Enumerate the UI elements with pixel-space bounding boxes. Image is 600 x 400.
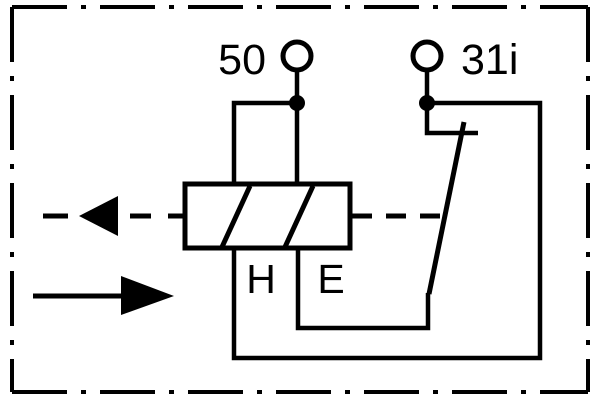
junction-dot-icon-50 [289, 95, 305, 111]
terminal-ring-icon-31i [410, 39, 444, 73]
terminal-31i-label: 31i [461, 36, 518, 84]
coil-lead-e-label: E [317, 256, 344, 302]
junction-dot-icon-31i [419, 95, 435, 111]
left-arrow-icon [79, 196, 118, 236]
wire-h-to-31i-loop [231, 100, 543, 361]
relay-coil-box [182, 181, 353, 251]
coil-slash-1 [219, 184, 253, 249]
coil-slash-2 [282, 184, 316, 249]
housing-outline-border [10, 5, 590, 394]
movement-direction-arrow [33, 276, 174, 315]
terminal-50-label: 50 [218, 36, 266, 84]
wire-e-to-switch [295, 248, 431, 331]
right-arrow-icon [121, 276, 174, 315]
coil-lead-h-label: H [246, 256, 276, 302]
terminal-ring-icon-50 [280, 39, 314, 73]
actuation-dashed-line-left [43, 196, 185, 236]
switch-fixed-contact [424, 103, 478, 136]
switch-blade [426, 121, 467, 295]
wire-50-to-coil-left [231, 100, 297, 186]
